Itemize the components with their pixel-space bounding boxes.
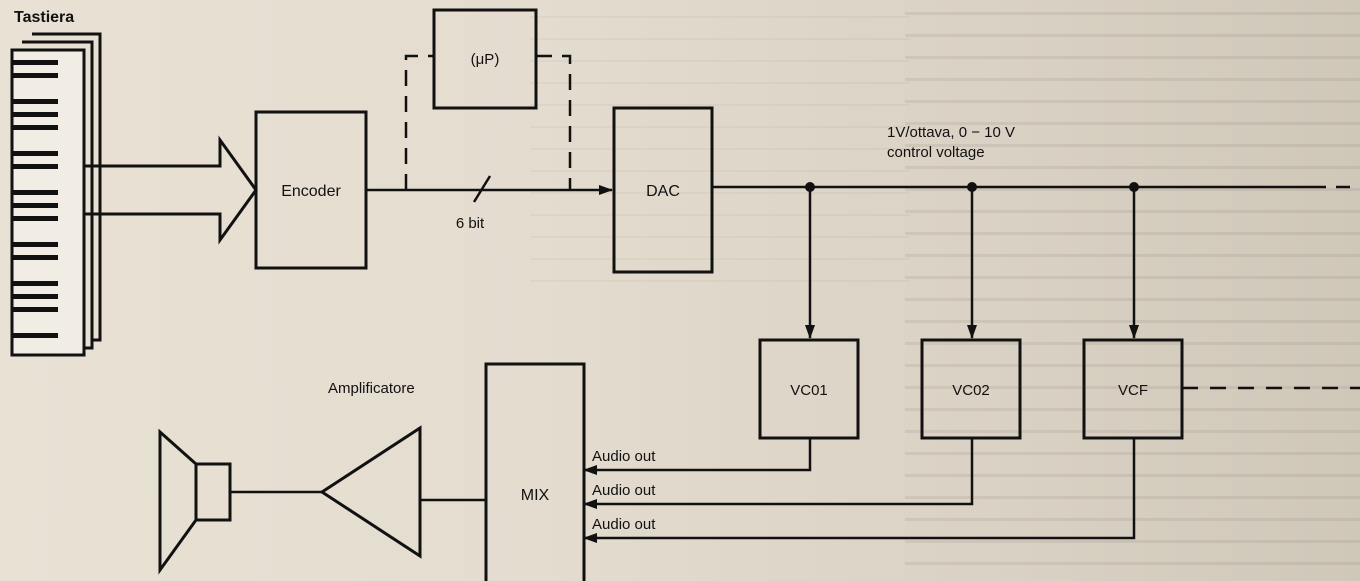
black-key xyxy=(12,164,58,169)
black-key xyxy=(12,281,58,286)
black-key xyxy=(12,151,58,156)
keyboard-label: Tastiera xyxy=(14,9,74,26)
vco2-block: VC02 xyxy=(920,338,1022,440)
black-key xyxy=(12,60,58,65)
control-voltage-label-2: control voltage xyxy=(887,144,985,161)
vcf-block: VCF xyxy=(1082,338,1184,440)
bleed-through-text xyxy=(905,0,1360,581)
black-key xyxy=(12,125,58,130)
amplifier: Amplificatore xyxy=(319,380,422,559)
keyboard-to-encoder-arrow xyxy=(84,135,258,245)
black-key xyxy=(12,294,58,299)
black-key xyxy=(12,112,58,117)
microprocessor-label: (μP) xyxy=(471,51,500,68)
speaker-icon xyxy=(158,428,232,575)
audio-out-label-2: Audio out xyxy=(592,482,656,499)
mix-label: MIX xyxy=(521,487,550,504)
encoder-label: Encoder xyxy=(281,183,341,200)
black-key xyxy=(12,73,58,78)
vco2-label: VC02 xyxy=(952,382,990,399)
bus-slash xyxy=(472,175,492,203)
vco1-audio-out-line xyxy=(583,438,812,475)
black-key xyxy=(12,203,58,208)
vco1-block: VC01 xyxy=(758,338,860,440)
black-key xyxy=(12,99,58,104)
dac-label: DAC xyxy=(646,183,680,200)
audio-out-label-1: Audio out xyxy=(592,448,656,465)
black-key xyxy=(12,216,58,221)
vco1-label: VC01 xyxy=(790,382,828,399)
microprocessor-branch: (μP) xyxy=(404,8,572,190)
mix-block: MIX xyxy=(484,362,586,581)
amplifier-label: Amplificatore xyxy=(328,380,415,397)
vcf-audio-out-line xyxy=(583,438,1136,543)
dac-block: DAC xyxy=(612,106,714,274)
audio-out-label-3: Audio out xyxy=(592,516,656,533)
black-key xyxy=(12,333,58,338)
black-key xyxy=(12,307,58,312)
keyboard-keys xyxy=(12,60,58,338)
microprocessor-block xyxy=(432,8,538,110)
vcf-label: VCF xyxy=(1118,382,1148,399)
black-key xyxy=(12,255,58,260)
black-key xyxy=(12,190,58,195)
bleed-through-text-faint xyxy=(530,0,910,300)
vco2-audio-out-line xyxy=(583,438,974,509)
bus-width-label: 6 bit xyxy=(456,215,485,232)
control-voltage-label-1: 1V/ottava, 0 − 10 V xyxy=(887,124,1015,141)
black-key xyxy=(12,242,58,247)
encoder-block: Encoder xyxy=(254,110,368,270)
keyboard: Tastiera xyxy=(10,9,102,357)
